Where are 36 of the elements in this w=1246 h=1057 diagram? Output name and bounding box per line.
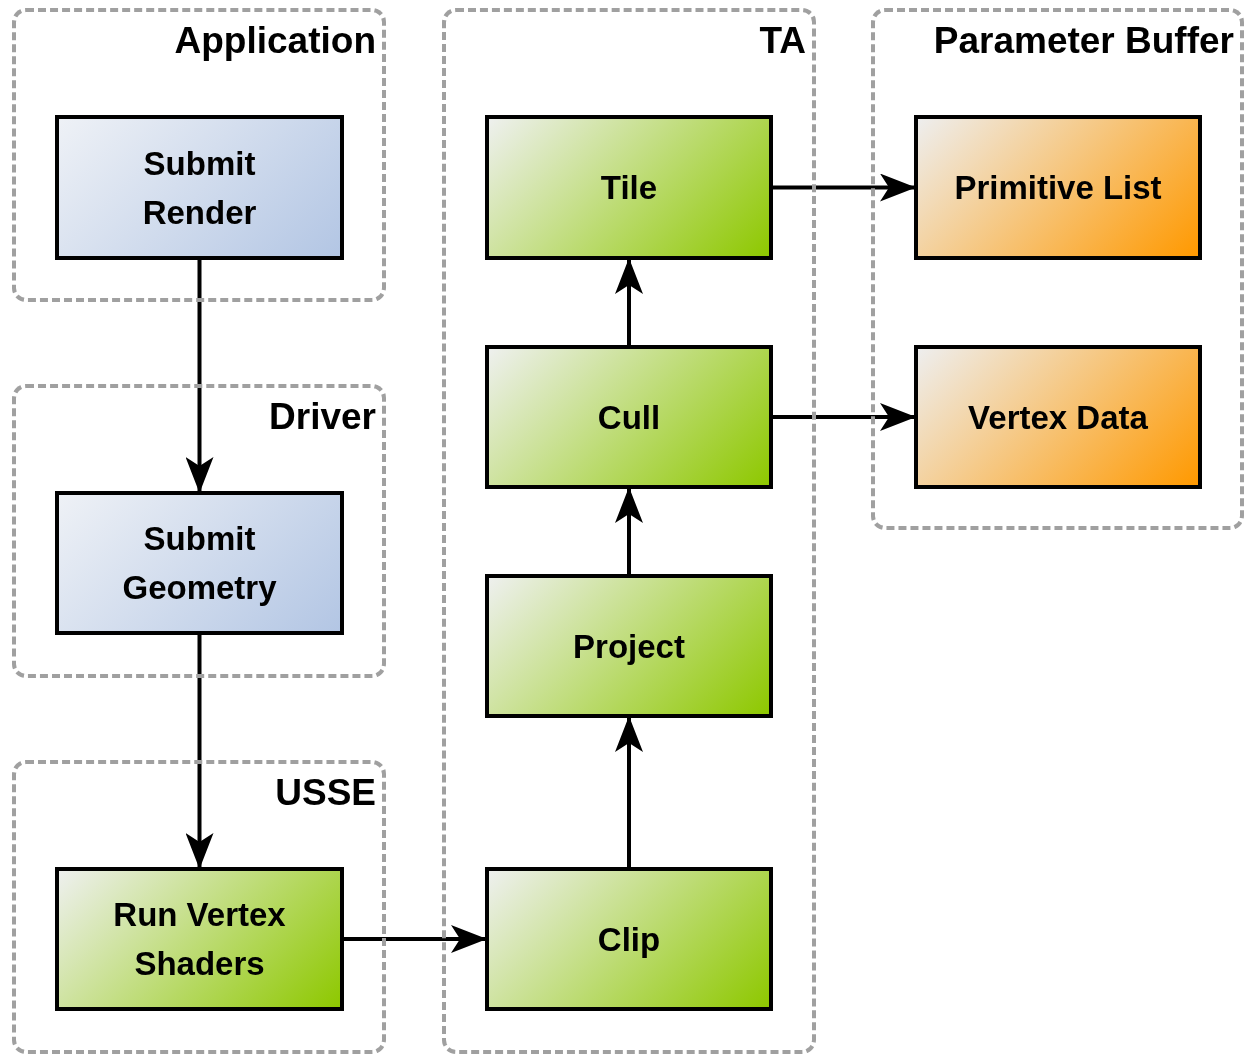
group-label: USSE <box>275 772 376 814</box>
group-label: Driver <box>269 396 376 438</box>
box-label: Primitive List <box>954 168 1162 208</box>
box-label: Vertex Data <box>968 397 1148 438</box>
process-box <box>55 491 344 635</box>
dashed-group-frame <box>12 760 386 1054</box>
arrow <box>344 925 487 953</box>
arrow <box>185 635 214 869</box>
box-label: Submit Geometry <box>121 519 278 608</box>
box-label: Run Vertex Shaders <box>112 895 287 984</box>
dashed-group-frame <box>871 8 1244 530</box>
dashed-group-frame <box>12 8 386 302</box>
arrow <box>615 487 643 574</box>
process-box <box>55 115 344 260</box>
arrow <box>615 716 643 867</box>
group-label: Application <box>174 20 376 62</box>
process-box <box>485 574 773 718</box>
box-label: Project <box>573 626 685 667</box>
arrow <box>773 173 916 202</box>
group-label: Parameter Buffer <box>933 20 1234 62</box>
process-box <box>485 345 773 489</box>
box-label: Tile <box>600 168 658 208</box>
dashed-group-frame <box>442 8 816 1054</box>
process-box <box>55 867 344 1011</box>
box-label: Submit Render <box>141 143 258 233</box>
process-box <box>914 115 1202 260</box>
arrow <box>615 258 643 345</box>
process-box <box>485 115 773 260</box>
group-label: TA <box>759 20 806 62</box>
process-box <box>485 867 773 1011</box>
box-label: Cull <box>597 397 661 438</box>
dashed-group-frame <box>12 384 386 678</box>
process-box <box>914 345 1202 489</box>
arrow <box>185 260 214 493</box>
box-label: Clip <box>597 919 661 960</box>
arrow <box>773 403 916 431</box>
